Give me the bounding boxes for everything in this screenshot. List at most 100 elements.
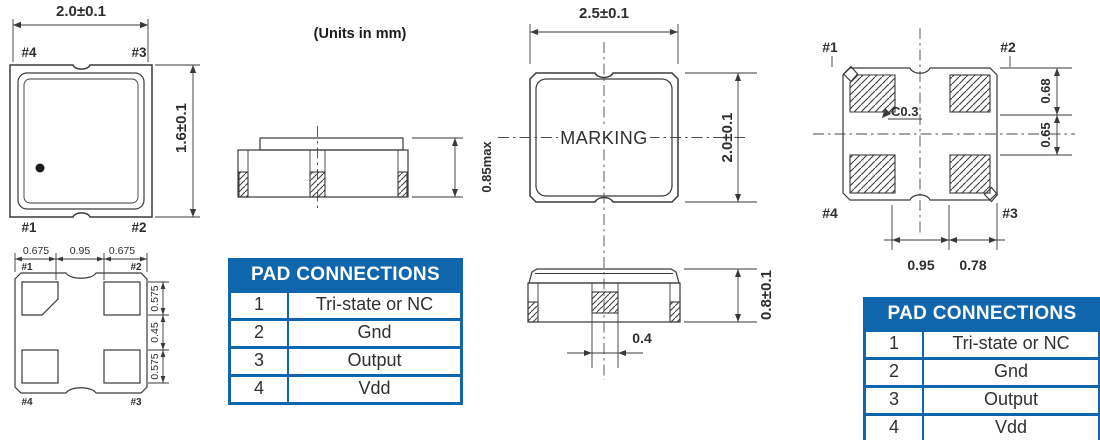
terminal-hatch-left: [238, 171, 249, 198]
package-outline: [9, 64, 153, 218]
pad-number: 2: [866, 360, 924, 385]
pad-number: 3: [231, 349, 289, 374]
table-header: PAD CONNECTIONS: [231, 261, 460, 290]
package-outline: [529, 72, 679, 203]
table-header: PAD CONNECTIONS: [866, 300, 1098, 329]
marking-label: MARKING: [560, 128, 648, 148]
table-row: 2 Gnd: [231, 318, 460, 346]
dim-height-label: 2.0±0.1: [719, 113, 736, 163]
pad-4: [849, 154, 896, 194]
pad-label-1: #1: [822, 39, 838, 55]
pad-4: [21, 349, 59, 384]
lid-inner-outline: [23, 78, 139, 204]
marking-backdrop: [558, 127, 650, 148]
pad-width-dimension: 0.4: [567, 330, 652, 356]
terminal-hatch-left: [527, 301, 539, 323]
pad-label-3: #3: [1002, 205, 1018, 221]
table-row: 2 Gnd: [866, 357, 1098, 385]
dim-width-label: 2.0±0.1: [56, 3, 106, 20]
dim-label: 0.95: [70, 245, 91, 257]
dim-label: 0.65: [1038, 122, 1053, 147]
pad-label-3: #3: [131, 45, 147, 60]
terminal-hatch-center: [591, 291, 619, 314]
fig-package-2520: 2.5±0.1 MARKING 2.0±0.1: [498, 5, 775, 380]
height-dimension: 1.6±0.1: [155, 64, 200, 218]
pad-number: 3: [866, 388, 924, 413]
dim-label: 0.575: [149, 285, 161, 311]
pad-connection: Tri-state or NC: [315, 294, 434, 314]
pad-2: [103, 281, 141, 316]
dim-label: 0.78: [959, 257, 986, 273]
pad-label-2: #2: [130, 262, 142, 273]
fig-package-2016-top-view: 2.0±0.1 #4 #3 #1 #2 1.6±0.1: [9, 3, 200, 235]
units-note: (Units in mm): [313, 26, 407, 42]
pad-label-2: #2: [1000, 39, 1016, 55]
pad-connection: Tri-state or NC: [952, 333, 1070, 353]
pad-number: 1: [866, 332, 924, 357]
width-dimension: 2.5±0.1: [529, 5, 679, 64]
table-row: 4 Vdd: [231, 374, 460, 402]
fig-land-pattern-2520: #1 #2 C0.3 #4 #3 0.68 0.65: [813, 28, 1075, 273]
chamfer-label: C0.3: [891, 104, 918, 119]
table-row: 3 Output: [866, 385, 1098, 413]
dim-label: 0.675: [109, 245, 135, 257]
pad-1: [849, 74, 896, 113]
height-dimension: 0.85max: [412, 137, 494, 198]
pad-number: 4: [231, 377, 289, 402]
pad-label-1: #1: [21, 262, 33, 273]
chamfer-callout: C0.3: [882, 104, 922, 120]
pad-connections-table-1: PAD CONNECTIONS 1 Tri-state or NC 2 Gnd …: [228, 258, 463, 405]
pad-3: [949, 154, 991, 194]
pin1-dot-marker: [35, 163, 45, 173]
pad-number: 4: [866, 416, 924, 440]
pad-connections-table-2: PAD CONNECTIONS 1 Tri-state or NC 2 Gnd …: [863, 297, 1100, 440]
pad-label-2: #2: [131, 220, 146, 235]
pad-label-4: #4: [822, 205, 838, 221]
table-row: 1 Tri-state or NC: [866, 329, 1098, 357]
terminal-hatch-right: [669, 301, 681, 323]
terminal-hatch-right: [397, 171, 408, 198]
pad-number: 2: [231, 321, 289, 346]
pad-connection: Output: [983, 389, 1039, 409]
dim-height-label: 0.8±0.1: [758, 270, 775, 320]
side-view: 0.4 0.8±0.1: [527, 268, 775, 368]
table-row: 4 Vdd: [866, 413, 1098, 440]
dim-label: 0.575: [149, 353, 161, 379]
pad-label-4: #4: [21, 45, 37, 60]
pad-connection: Gnd: [993, 361, 1029, 381]
pad-number: 1: [231, 293, 289, 318]
pad-1: [21, 281, 59, 316]
lid: [259, 137, 404, 151]
dim-height-label: 0.85max: [479, 141, 494, 193]
height-dimension: 0.8±0.1: [684, 268, 775, 323]
right-dimensions: 0.575 0.45 0.575: [148, 281, 169, 384]
pad-2: [949, 74, 991, 113]
pad-connection: Vdd: [994, 417, 1028, 437]
pad-label-3: #3: [130, 397, 142, 408]
height-dimension: 2.0±0.1: [685, 72, 757, 203]
dim-height-label: 1.6±0.1: [173, 103, 190, 153]
dim-width-label: 2.5±0.1: [579, 5, 629, 22]
bottom-dimensions: 0.95 0.78: [884, 203, 1005, 273]
pad-3: [103, 349, 141, 384]
table-row: 1 Tri-state or NC: [231, 290, 460, 318]
fig-land-pattern-2016: 0.675 0.95 0.675 #1 #2 #4 #3: [14, 245, 169, 408]
fig-package-2016-side-view: 0.85max: [237, 126, 494, 212]
top-dimensions: 0.675 0.95 0.675: [14, 245, 148, 280]
dim-label: 0.95: [907, 257, 934, 273]
dim-label: 0.45: [149, 322, 161, 343]
dim-label: 0.68: [1038, 78, 1053, 103]
right-dimensions: 0.68 0.65: [1000, 67, 1072, 156]
pad-connection: Vdd: [358, 378, 391, 398]
pad-connection: Gnd: [357, 322, 392, 342]
width-dimension: 2.0±0.1: [12, 3, 149, 62]
table-row: 3 Output: [231, 346, 460, 374]
pad-connection: Output: [347, 350, 402, 370]
terminal-hatch-center: [309, 171, 326, 198]
dim-pad-width-label: 0.4: [632, 330, 652, 346]
pad-label-4: #4: [21, 397, 33, 408]
lid-outline: [17, 72, 145, 210]
dim-label: 0.675: [23, 245, 49, 257]
pad-label-1: #1: [21, 220, 37, 235]
